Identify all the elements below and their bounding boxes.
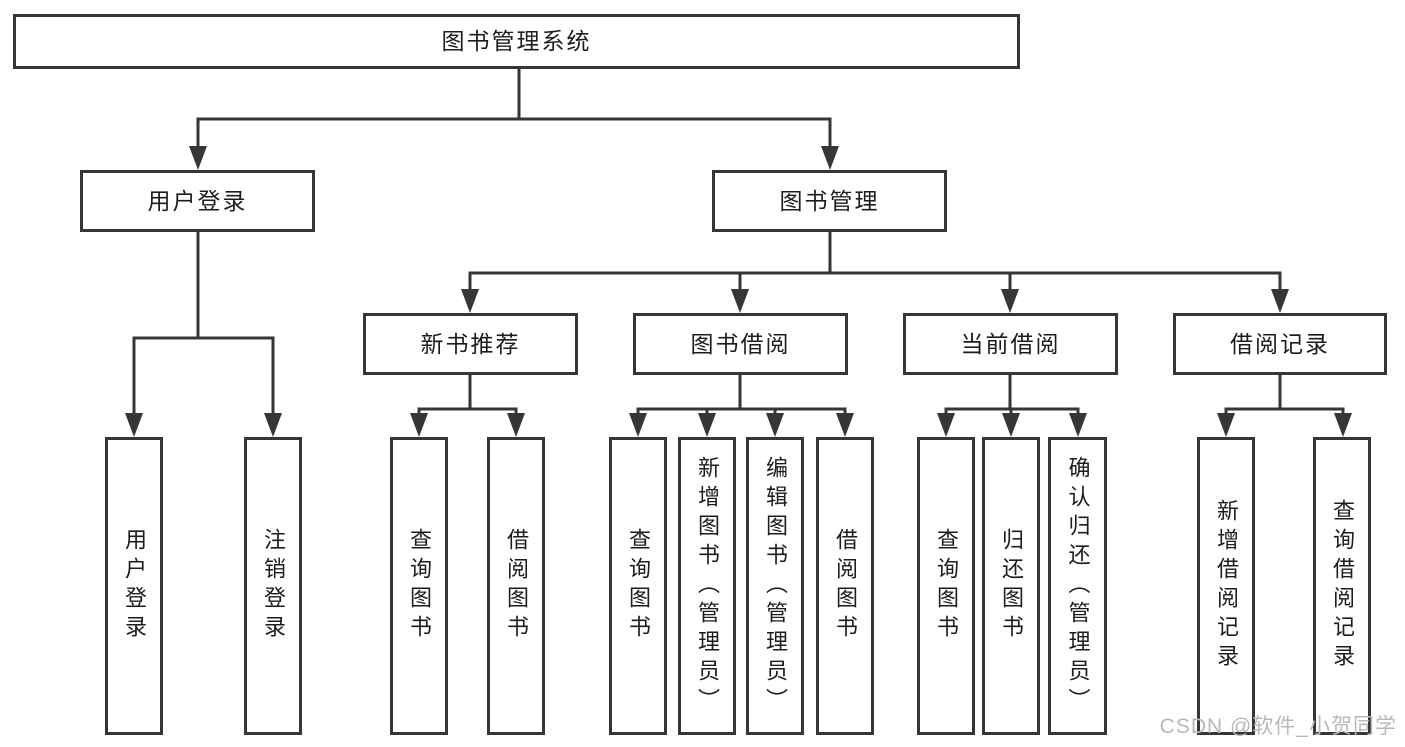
node-leaf-cb-confirm-return-admin: 确认归还（管理员）	[1048, 437, 1107, 735]
node-leaf-bb-edit-books-admin: 编辑图书（管理员）	[746, 437, 804, 735]
node-leaf-logout: 注销登录	[244, 437, 302, 735]
node-book-borrowing: 图书借阅	[633, 313, 848, 375]
node-leaf-nb-query-books: 查询图书	[390, 437, 448, 735]
node-leaf-cb-query-books: 查询图书	[917, 437, 975, 735]
node-leaf-user-login: 用户登录	[105, 437, 163, 735]
node-borrowing-records: 借阅记录	[1173, 313, 1387, 375]
node-leaf-br-query-record: 查询借阅记录	[1313, 437, 1371, 735]
node-root-system: 图书管理系统	[13, 14, 1020, 69]
node-leaf-nb-borrow-books: 借阅图书	[487, 437, 545, 735]
node-leaf-cb-return-books: 归还图书	[982, 437, 1040, 735]
csdn-watermark: CSDN @软件_小贺同学	[1159, 715, 1397, 738]
node-user-login-group: 用户登录	[80, 170, 315, 232]
node-leaf-bb-borrow-books: 借阅图书	[816, 437, 874, 735]
node-current-borrowing: 当前借阅	[903, 313, 1118, 375]
node-leaf-br-add-record: 新增借阅记录	[1197, 437, 1255, 735]
node-book-mgmt-group: 图书管理	[712, 170, 947, 232]
node-new-book-recommend: 新书推荐	[363, 313, 578, 375]
node-leaf-bb-query-books: 查询图书	[609, 437, 667, 735]
node-leaf-bb-add-books-admin: 新增图书（管理员）	[678, 437, 736, 735]
